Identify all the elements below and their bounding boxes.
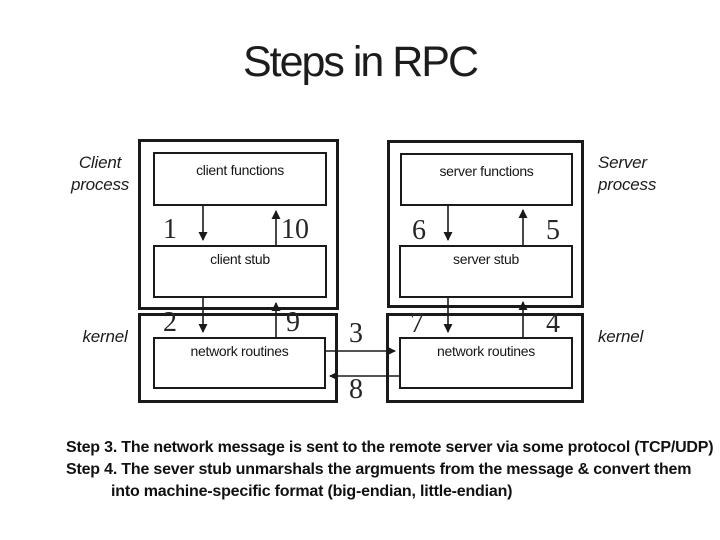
kernel-left-label: kernel [82, 327, 128, 346]
network-routines-right-box: network routines [399, 337, 573, 389]
step-number-9: 9 [286, 307, 300, 338]
server-functions-label: server functions [439, 163, 534, 179]
network-routines-left-label: network routines [190, 343, 289, 359]
network-routines-left-box: network routines [153, 337, 326, 389]
step-number-5: 5 [546, 215, 560, 246]
server-process-label-line2: process [598, 175, 657, 194]
server-process-label: Server process [598, 152, 656, 196]
client-process-label-line1: Client [78, 153, 122, 172]
step-number-4: 4 [546, 308, 560, 339]
network-routines-right-label: network routines [437, 343, 535, 359]
step-number-7: 7 [410, 308, 424, 339]
step-number-10: 10 [281, 214, 309, 245]
server-process-label-line1: Server [598, 153, 647, 172]
step-number-6: 6 [412, 215, 426, 246]
client-functions-box: client functions [153, 152, 327, 206]
step-number-8: 8 [349, 374, 363, 405]
client-process-label: Client process [58, 152, 142, 196]
client-process-label-line2: process [70, 175, 130, 194]
page-title: Steps in RPC [242, 38, 479, 86]
kernel-right-label: kernel [598, 327, 644, 346]
server-functions-box: server functions [400, 153, 573, 206]
note-line-step4-cont: into machine-specific format (big-endian… [111, 483, 513, 500]
step-number-2: 2 [163, 307, 177, 338]
step-number-3: 3 [349, 318, 363, 349]
note-line-step3: Step 3. The network message is sent to t… [66, 439, 714, 456]
client-stub-label: client stub [210, 251, 270, 267]
server-stub-label: server stub [453, 251, 519, 267]
step-notes: Step 3. The network message is sent to t… [66, 437, 714, 503]
step-number-1: 1 [163, 214, 177, 245]
note-line-step4: Step 4. The sever stub unmarshals the ar… [66, 461, 692, 478]
server-stub-box: server stub [399, 245, 573, 298]
client-stub-box: client stub [153, 245, 327, 298]
client-functions-label: client functions [196, 162, 284, 178]
